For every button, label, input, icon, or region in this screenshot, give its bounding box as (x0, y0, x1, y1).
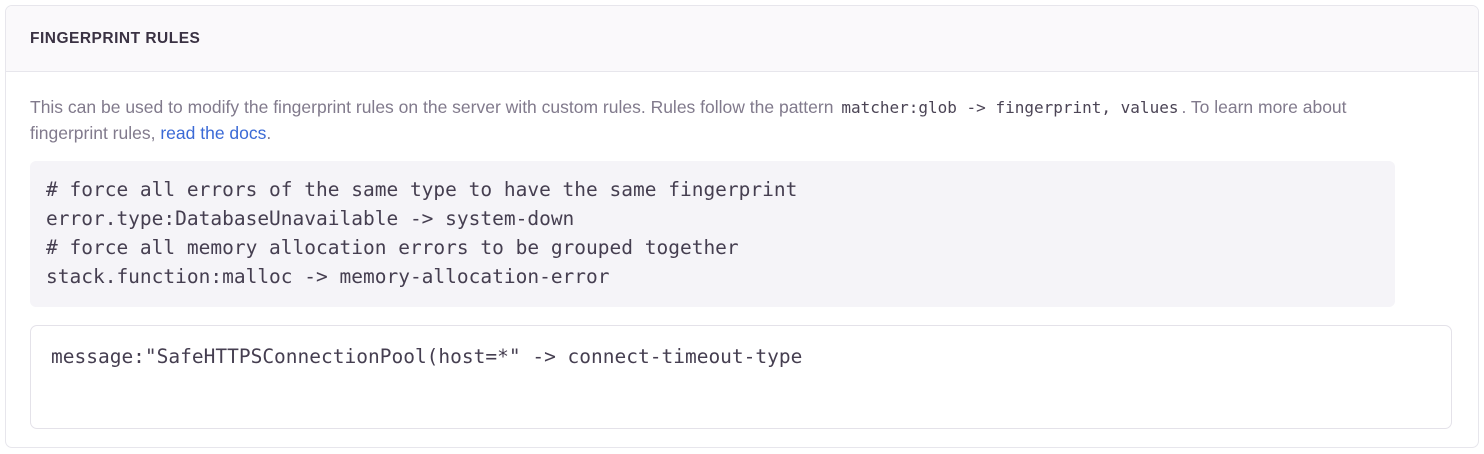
description-text-end: . (266, 123, 272, 144)
panel-header: FINGERPRINT RULES (6, 6, 1478, 72)
inline-code-pattern: matcher:glob -> fingerprint, values (841, 98, 1179, 117)
code-line: # force all errors of the same type to h… (46, 177, 798, 201)
fingerprint-rules-input[interactable] (30, 324, 1452, 429)
panel-description: This can be used to modify the fingerpri… (30, 94, 1375, 147)
code-line: error.type:DatabaseUnavailable -> system… (46, 206, 575, 230)
example-code-block: # force all errors of the same type to h… (30, 160, 1395, 307)
description-text-after: . To learn more about fingerprint rules, (30, 97, 1347, 144)
page-title: FINGERPRINT RULES (30, 29, 201, 47)
panel-body: This can be used to modify the fingerpri… (6, 72, 1478, 429)
read-the-docs-link[interactable]: read the docs (160, 123, 267, 144)
fingerprint-rules-panel: FINGERPRINT RULES This can be used to mo… (5, 5, 1479, 448)
description-text-before: This can be used to modify the fingerpri… (30, 97, 839, 117)
code-line: stack.function:malloc -> memory-allocati… (46, 264, 610, 288)
code-line: # force all memory allocation errors to … (46, 235, 739, 259)
